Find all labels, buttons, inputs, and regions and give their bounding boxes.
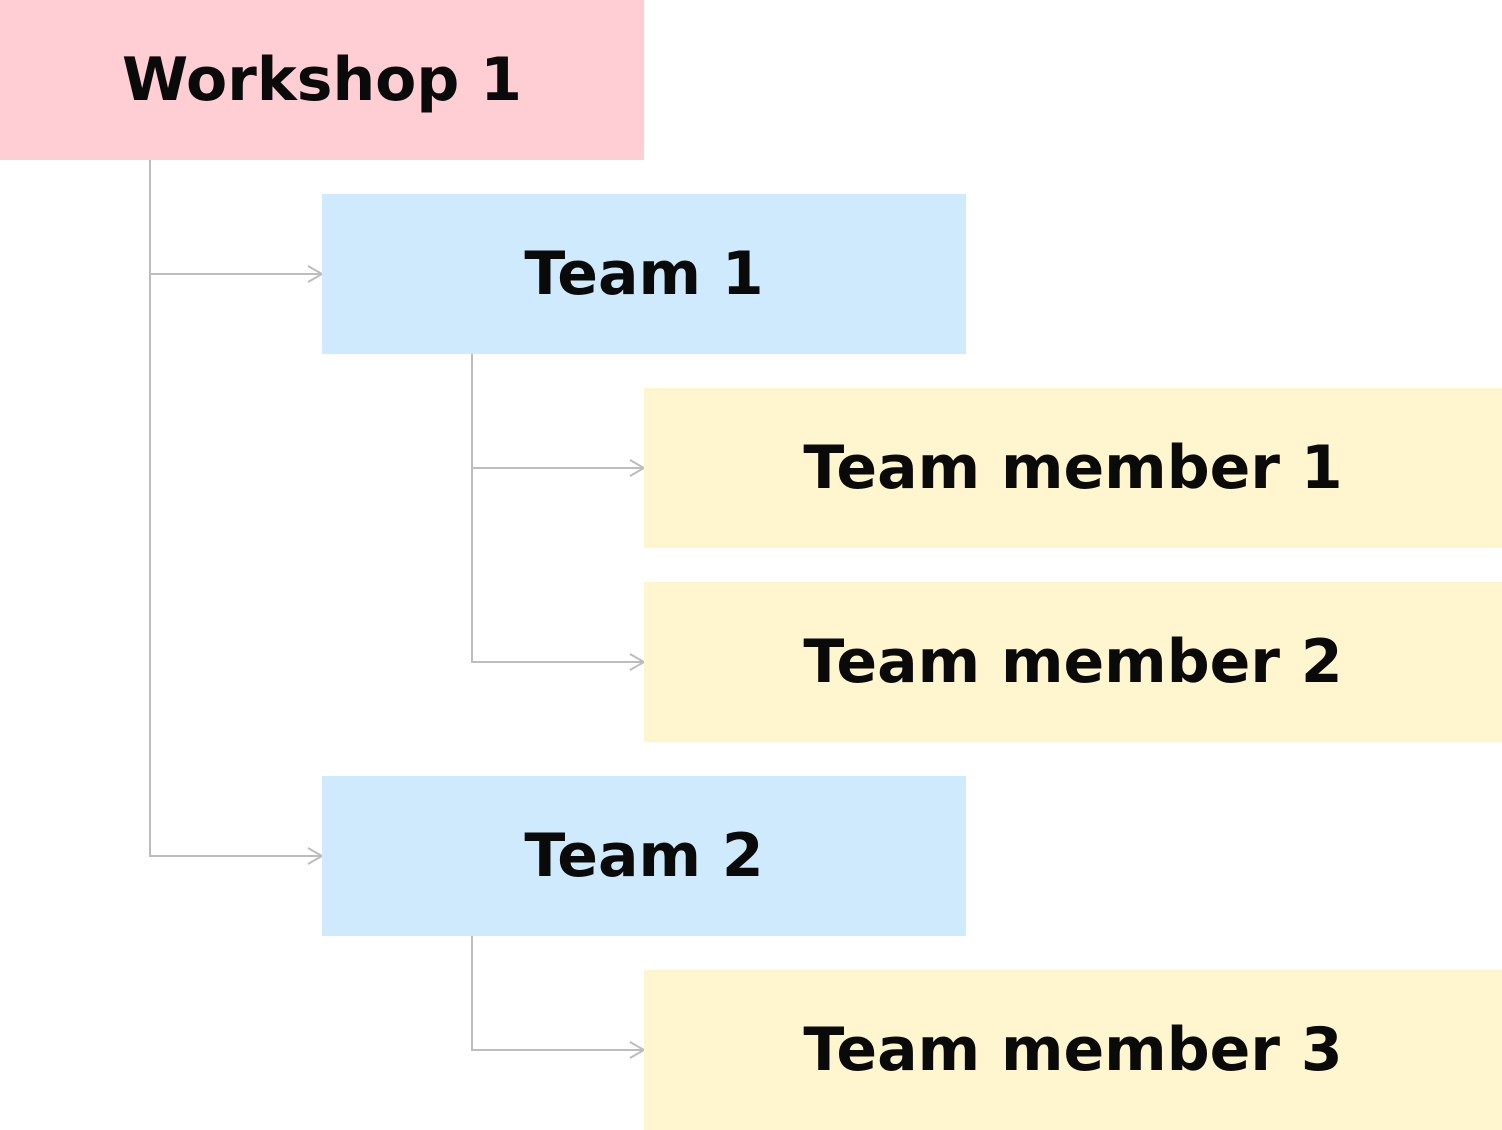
node-label: Team 1 [524, 239, 764, 309]
connector-team-2-to-team-member-3 [471, 936, 647, 1059]
node-team-member-2[interactable]: Team member 2 [644, 582, 1502, 742]
node-label: Workshop 1 [122, 45, 522, 115]
node-team-member-1[interactable]: Team member 1 [644, 388, 1502, 548]
connector-team-1-to-team-member-1 [471, 354, 647, 477]
node-label: Team member 2 [803, 627, 1343, 697]
node-team-1[interactable]: Team 1 [322, 194, 966, 354]
connector-workshop-1-to-team-1 [149, 160, 325, 283]
arrowhead-icon [629, 459, 647, 477]
arrowhead-icon [629, 1041, 647, 1059]
connector-team-1-to-team-member-2 [471, 468, 647, 671]
connector-workshop-1-to-team-2 [149, 274, 325, 865]
node-workshop-1[interactable]: Workshop 1 [0, 0, 644, 160]
node-label: Team 2 [524, 821, 764, 891]
node-team-member-3[interactable]: Team member 3 [644, 970, 1502, 1130]
node-team-2[interactable]: Team 2 [322, 776, 966, 936]
arrowhead-icon [307, 847, 325, 865]
arrowhead-icon [307, 265, 325, 283]
node-label: Team member 3 [803, 1015, 1343, 1085]
arrowhead-icon [629, 653, 647, 671]
node-label: Team member 1 [803, 433, 1343, 503]
